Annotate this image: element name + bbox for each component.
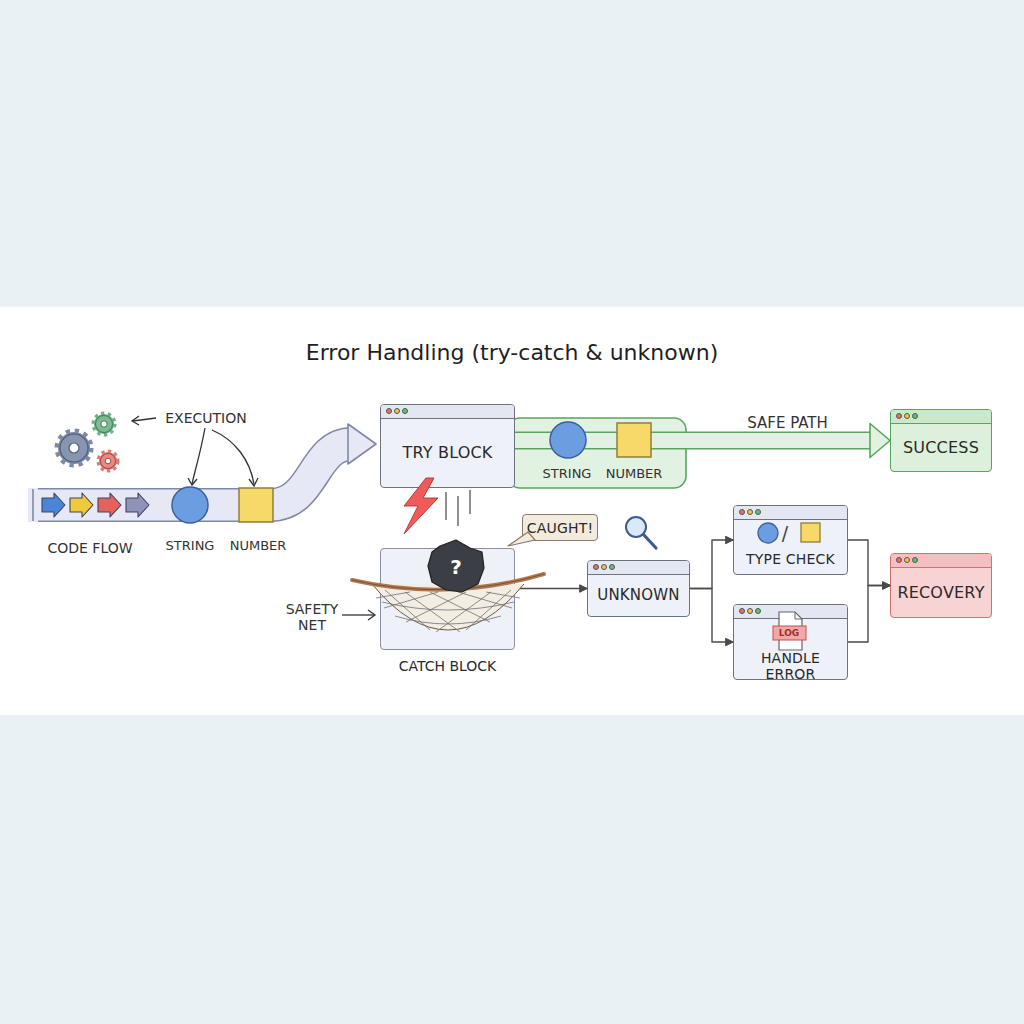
- edge-label: SAFE PATH: [747, 414, 828, 432]
- window-dot: [402, 408, 408, 414]
- window-dot: [896, 413, 902, 419]
- node-body: HANDLE ERROR: [734, 653, 847, 679]
- window-dot: [755, 608, 761, 614]
- window-dot: [601, 564, 607, 570]
- node-body: CAUGHT!: [523, 515, 597, 540]
- node-text: TYPE CHECK: [746, 551, 835, 567]
- flow-connector: [848, 582, 890, 642]
- window-dot: [904, 557, 910, 563]
- window-dot: [739, 608, 745, 614]
- node-body: RECOVERY: [891, 567, 991, 617]
- node-text: CATCH BLOCK: [361, 658, 534, 674]
- window-dot: [912, 413, 918, 419]
- safety-net-pointer: [342, 610, 375, 620]
- node-body: TYPE CHECK: [734, 544, 847, 574]
- node-text: CAUGHT!: [527, 520, 594, 536]
- recovery-window: RECOVERY: [890, 553, 992, 618]
- node-text: SUCCESS: [903, 438, 979, 457]
- error-rock: [428, 540, 484, 592]
- window-dot: [747, 608, 753, 614]
- node-body: TRY BLOCK: [381, 418, 514, 487]
- number-square: [617, 423, 651, 457]
- flow-connector: [690, 537, 733, 589]
- text-label: NUMBER: [230, 538, 287, 553]
- arrow-head: [580, 585, 587, 592]
- unknown-window: UNKNOWN: [587, 560, 690, 617]
- string-circle: [550, 422, 586, 458]
- window-dot: [593, 564, 599, 570]
- execution-leaders: [132, 416, 258, 486]
- window-dot: [386, 408, 392, 414]
- flow-band-edge: [32, 489, 34, 521]
- arrow-head: [726, 639, 733, 646]
- flow-arrow-head: [348, 424, 376, 464]
- flow-chevrons: [42, 493, 149, 517]
- arrow-head: [883, 582, 890, 589]
- window-title-bar: [381, 405, 514, 419]
- falling-lines: [446, 490, 470, 526]
- window-dot: [747, 509, 753, 515]
- node-text: UNKNOWN: [597, 586, 680, 604]
- window-dot: [896, 557, 902, 563]
- window-title-bar: [588, 561, 689, 575]
- node-text: HANDLE ERROR: [734, 650, 847, 682]
- lightning-bolt: [404, 478, 438, 534]
- arrow-head: [883, 582, 890, 589]
- window-dot: [904, 413, 910, 419]
- text-label: STRING: [166, 538, 215, 553]
- caught-callout: CAUGHT!: [522, 514, 598, 541]
- node-body: UNKNOWN: [588, 574, 689, 616]
- node-body: SUCCESS: [891, 423, 991, 471]
- window-dot: [739, 509, 745, 515]
- node-text: RECOVERY: [897, 583, 984, 602]
- window-title-bar: [734, 506, 847, 520]
- window-title-bar: [891, 410, 991, 424]
- number-square: [239, 488, 273, 522]
- window-title-bar: [891, 554, 991, 568]
- diagram-title: Error Handling (try-catch & unknown): [0, 340, 1024, 365]
- string-circle: [172, 487, 208, 523]
- text-label: SAFETY NET: [281, 601, 343, 633]
- flow-connector: [848, 540, 890, 589]
- callout-tail: [508, 532, 535, 546]
- window-dot: [609, 564, 615, 570]
- window-dot: [912, 557, 918, 563]
- string-circle: [758, 523, 778, 543]
- arrow-head: [726, 537, 733, 544]
- node-text: TRY BLOCK: [402, 443, 492, 462]
- success-window: SUCCESS: [890, 409, 992, 472]
- magnifier-icon: [626, 517, 656, 548]
- safe-band: [508, 418, 686, 488]
- flow-connector: [690, 589, 733, 646]
- number-square: [801, 523, 820, 542]
- try-block-window: TRY BLOCK: [380, 404, 515, 488]
- flow-band-cap: [28, 488, 38, 522]
- window-dot: [394, 408, 400, 414]
- window-dot: [755, 509, 761, 515]
- flow-connector: [515, 585, 587, 592]
- gear-icons: [58, 414, 117, 470]
- type-check-window: TYPE CHECK: [733, 505, 848, 575]
- text-label: CODE FLOW: [47, 540, 132, 556]
- text-label: EXECUTION: [165, 410, 246, 426]
- log-file-icon: [773, 612, 806, 650]
- arrow-head: [870, 424, 890, 458]
